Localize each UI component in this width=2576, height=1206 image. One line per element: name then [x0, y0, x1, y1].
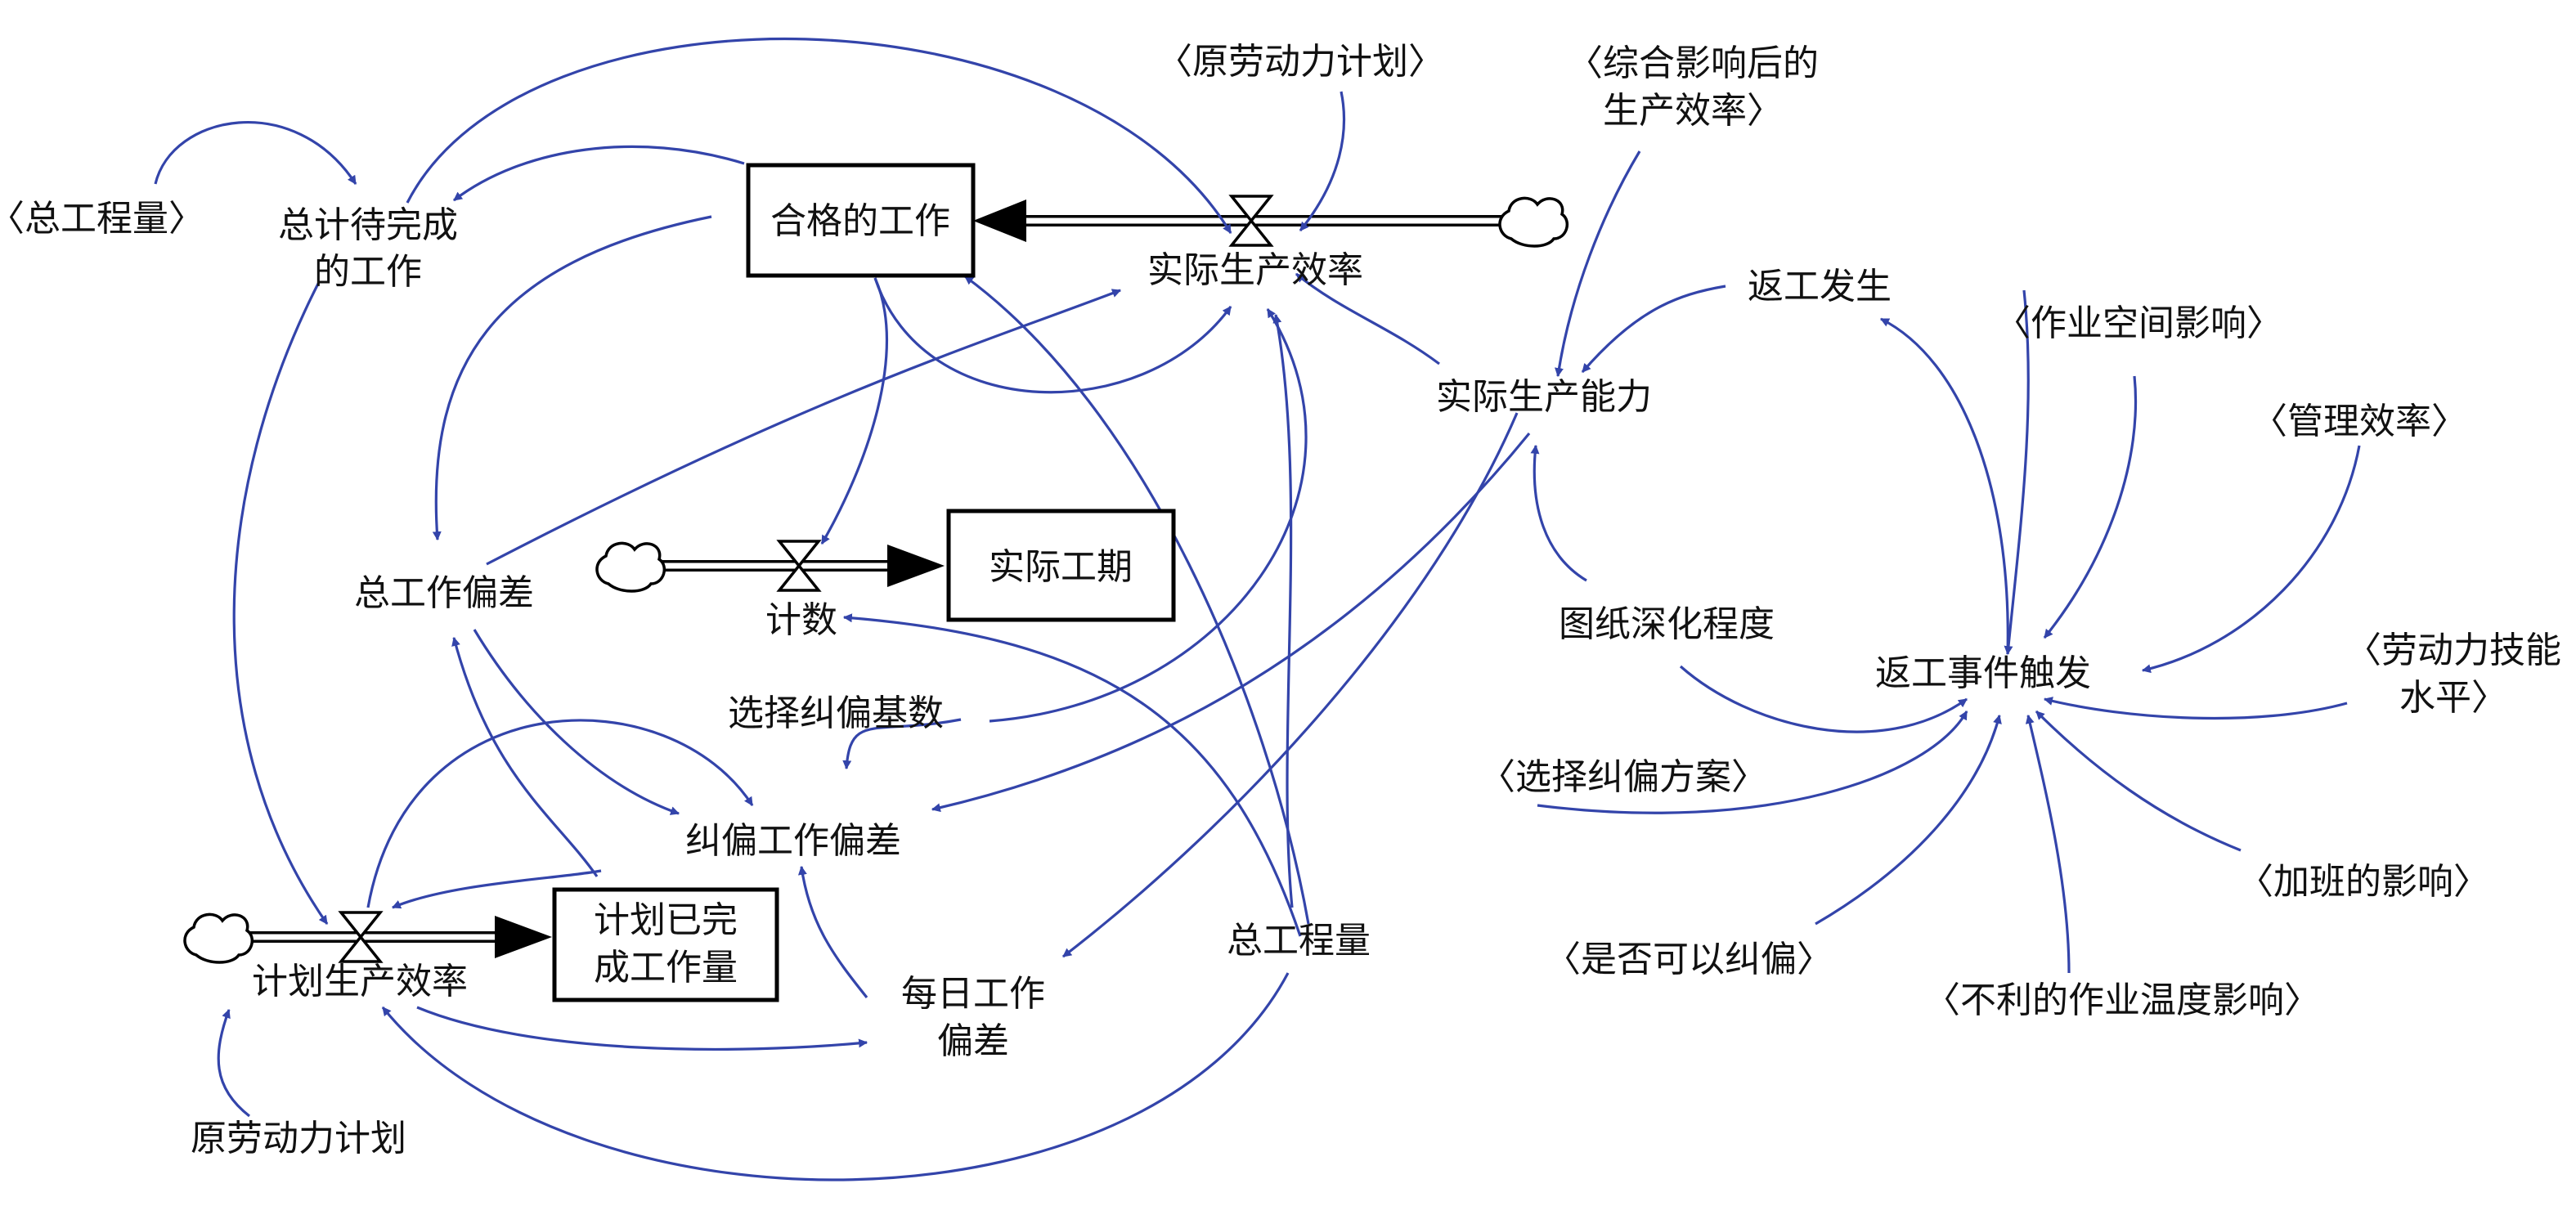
shadow-labor-skill-line2[interactable]: 水平〉 — [2399, 677, 2507, 719]
flow-count-label[interactable]: 计数 — [765, 599, 837, 641]
var-rework-occurs[interactable]: 返工发生 — [1748, 266, 1892, 307]
var-remaining-work-line2[interactable]: 的工作 — [314, 251, 422, 293]
stock-qualified-work-label: 合格的工作 — [770, 200, 950, 242]
var-daily-work-deviation-line2[interactable]: 偏差 — [937, 1020, 1009, 1062]
cloud-source-icon — [1498, 196, 1569, 248]
shadow-combined-productivity-line2[interactable]: 生产效率〉 — [1603, 90, 1783, 132]
shadow-total-quantity[interactable]: 〈总工程量〉 — [0, 198, 204, 240]
flow-pipe-planned-productivity — [183, 911, 552, 964]
causal-links — [154, 37, 2361, 1181]
valve-icon — [776, 540, 822, 592]
stock-actual-duration-label: 实际工期 — [989, 546, 1133, 588]
var-total-quantity[interactable]: 总工程量 — [1227, 920, 1371, 962]
stock-planned-completed-label-line1: 计划已完 — [594, 899, 738, 941]
var-select-correction-base[interactable]: 选择纠偏基数 — [728, 693, 944, 734]
stock-box-planned-completed[interactable] — [552, 887, 779, 1002]
stock-box-actual-duration[interactable] — [946, 509, 1176, 622]
valve-icon — [1228, 195, 1274, 247]
var-corrected-work-deviation[interactable]: 纠偏工作偏差 — [685, 820, 901, 862]
var-total-work-deviation[interactable]: 总工作偏差 — [354, 572, 534, 614]
var-daily-work-deviation-line1[interactable]: 每日工作 — [901, 973, 1045, 1015]
shadow-management-efficiency[interactable]: 〈管理效率〉 — [2251, 401, 2467, 442]
cloud-source-icon — [183, 912, 254, 964]
valve-icon — [338, 911, 384, 963]
stock-box-qualified-work[interactable] — [746, 163, 976, 278]
shadow-combined-productivity-line1[interactable]: 〈综合影响后的 — [1567, 43, 1819, 84]
flow-pipe-actual-productivity — [973, 195, 1569, 248]
var-original-labor-plan[interactable]: 原劳动力计划 — [191, 1118, 406, 1159]
shadow-overtime-effect[interactable]: 〈加班的影响〉 — [2237, 861, 2489, 903]
var-rework-trigger[interactable]: 返工事件触发 — [1875, 652, 2091, 694]
cloud-source-icon — [595, 541, 666, 593]
shadow-labor-skill-line1[interactable]: 〈劳动力技能 — [2345, 630, 2561, 671]
shadow-temperature-effect[interactable]: 〈不利的作业温度影响〉 — [1924, 980, 2320, 1021]
shadow-workspace-effect[interactable]: 〈作业空间影响〉 — [1995, 303, 2282, 344]
flow-planned-productivity-label[interactable]: 计划生产效率 — [252, 961, 468, 1002]
shadow-select-correction-plan[interactable]: 〈选择纠偏方案〉 — [1479, 756, 1767, 798]
shadow-can-correct[interactable]: 〈是否可以纠偏〉 — [1545, 939, 1833, 980]
var-actual-capacity[interactable]: 实际生产能力 — [1436, 376, 1652, 418]
flow-actual-productivity-label[interactable]: 实际生产效率 — [1147, 249, 1363, 291]
shadow-original-labor-plan[interactable]: 〈原劳动力计划〉 — [1156, 41, 1444, 83]
var-drawing-depth[interactable]: 图纸深化程度 — [1559, 603, 1775, 645]
flow-pipe-count — [595, 540, 945, 593]
stock-planned-completed-label-line2: 成工作量 — [594, 947, 738, 989]
var-remaining-work-line1[interactable]: 总计待完成 — [278, 204, 458, 246]
